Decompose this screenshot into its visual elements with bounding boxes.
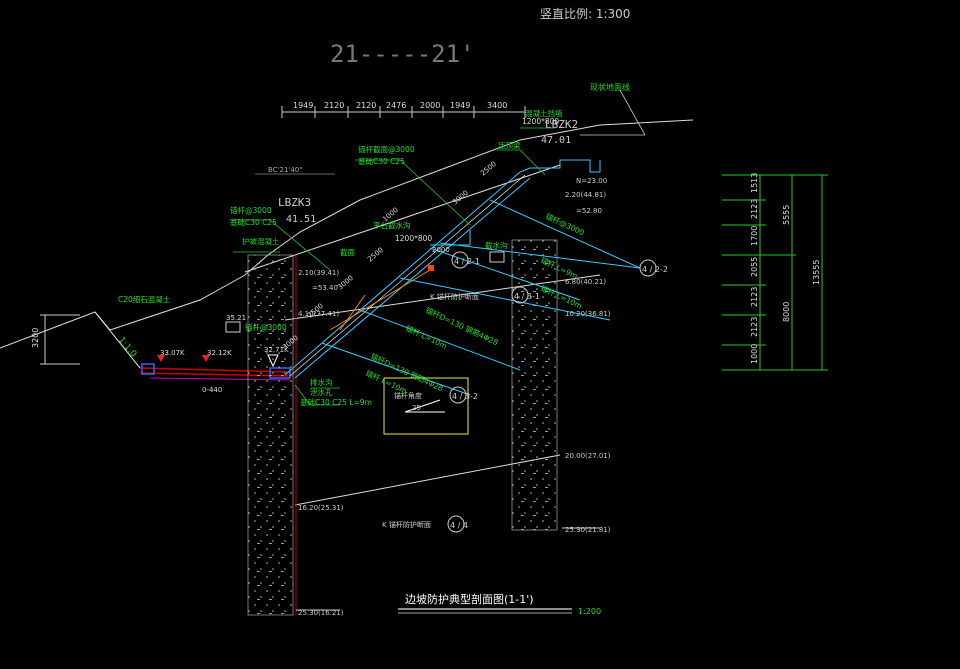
- right-dim-6: 2123: [750, 317, 759, 337]
- bottom-title: 边坡防护典型剖面图(1-1'): [405, 592, 534, 606]
- annot-g-10: C20细石混凝土: [118, 294, 171, 304]
- borehole-right-elev: 47.01: [541, 135, 571, 146]
- detail-box-triangle: [404, 399, 445, 413]
- frame-beam: [284, 159, 601, 379]
- detail-ref-2: 4 / 2-2: [642, 265, 668, 274]
- annot-g-2: 基础C30 C25: [358, 156, 405, 166]
- top-dim-3: 2120: [356, 101, 376, 110]
- annot-g-4: 护坡混凝土: [242, 236, 280, 246]
- water-level-4: 35.21: [226, 314, 246, 322]
- beam-dim-4: 2500: [479, 160, 498, 178]
- right-elev-6: 20.00(27.01): [565, 452, 611, 460]
- borehole-right-column: [511, 239, 558, 531]
- top-dim-4: 2476: [386, 101, 406, 110]
- left-elev-3: 4.10(37.41): [298, 310, 339, 318]
- top-dim-6: 1949: [450, 101, 470, 110]
- detail-box: [383, 377, 469, 435]
- annot-g-7: 平台截水沟: [373, 220, 411, 230]
- right-elev-4: 6.80(40.21): [565, 278, 606, 286]
- detail-refs: [447, 251, 657, 533]
- detail-ref-4: 4 / 3-2: [452, 392, 478, 401]
- water-levels: 33.07K 32.12K 32.71K 35.21 0-440: [160, 314, 289, 394]
- annot-g-1: 锚杆截面@3000: [358, 144, 415, 154]
- annot-g-24: 混凝土挡墙: [525, 108, 563, 118]
- right-dim-7: 1000: [750, 344, 759, 364]
- borehole-left-id: LBZK3: [278, 196, 311, 209]
- right-elev-1: N=23.00: [576, 177, 607, 185]
- anchor-rods: [321, 199, 641, 396]
- right-dim-2: 2123: [750, 199, 759, 219]
- scale-note: 竖直比例: 1:300: [540, 7, 630, 21]
- water-level-5: 0-440: [202, 386, 222, 394]
- right-dim-mid-1: 5555: [782, 205, 791, 225]
- right-elev-2: 2.20(44.81): [565, 191, 606, 199]
- right-dim-5: 2123: [750, 287, 759, 307]
- beam-dim-2: 3000: [451, 189, 470, 207]
- left-elev-5: 25.30(16.21): [298, 609, 344, 617]
- beam-dim-3: 2500: [366, 246, 385, 264]
- left-elev-1: 2.10(39.41): [298, 269, 339, 277]
- water-level-2: 32.12K: [207, 349, 232, 357]
- annot-g-9: 截面: [340, 247, 355, 257]
- annot-g-19: 排水沟: [310, 377, 333, 387]
- orange-guide-lines: [329, 269, 431, 331]
- right-elev-3: =52.80: [576, 207, 602, 215]
- anchor-point: [428, 265, 434, 271]
- left-elev-2: =53.40: [312, 284, 338, 292]
- annot-g-8: 压顶梁: [498, 141, 521, 150]
- left-elevations: 2.10(39.41) =53.40 4.10(37.41) 16.20(25.…: [298, 269, 344, 617]
- section-title: 21-----21': [330, 40, 475, 68]
- top-dim-5: 2000: [420, 101, 440, 110]
- detail-ref-5: 4 / 4: [450, 521, 468, 530]
- detail-ref-1: 4 / 2-1: [454, 257, 480, 266]
- anchor-section-label-2: K 锚杆防护断面: [430, 292, 479, 301]
- green-leaders: [230, 127, 555, 406]
- slope-ratio-left: 1:1.0: [116, 336, 139, 360]
- detail-angle-value: 25: [412, 404, 421, 412]
- detail-ref-labels: 4 / 2-1 4 / 2-2 4 / 3-1 4 / 3-2 4 / 4: [450, 257, 668, 530]
- right-dim-1: 1513: [750, 173, 759, 193]
- annot-g-20: 基础C30 C25 L=9m: [300, 397, 372, 407]
- left-dim-label: 3200: [31, 328, 40, 348]
- right-elev-7: 25.30(21.81): [565, 526, 611, 534]
- annot-g-6: 基础C30 C25: [230, 217, 277, 227]
- borehole-left-column: [247, 254, 294, 616]
- top-dim-2: 2120: [324, 101, 344, 110]
- top-dim-7: 3400: [487, 101, 507, 110]
- right-dim-mid-2: 8000: [782, 302, 791, 322]
- top-dimension-line: [281, 106, 526, 118]
- annot-g-5: 锚杆@3000: [230, 205, 272, 215]
- water-level-1: 33.07K: [160, 349, 185, 357]
- annot-g-22: 1200*800: [395, 234, 432, 243]
- ground-label: 现状地面线: [590, 82, 630, 92]
- water-marker-right: [489, 251, 505, 263]
- detail-ref-3: 4 / 3-1: [514, 292, 540, 301]
- water-level-3: 32.71K: [264, 346, 289, 354]
- top-dim-1: 1949: [293, 101, 313, 110]
- bottom-scale: 1:200: [578, 607, 601, 616]
- anchor-section-label-1: K 锚杆防护断面: [382, 520, 431, 529]
- right-dim-4: 2055: [750, 257, 759, 277]
- right-dimension-chain: [722, 174, 828, 371]
- water-marker-left: [225, 321, 241, 333]
- annot-g-12: 锚杆 L=10m: [404, 323, 449, 351]
- annot-g-21: 1200*800: [522, 117, 559, 126]
- right-elevations: N=23.00 2.20(44.81) =52.80 6.80(40.21) 1…: [565, 177, 611, 534]
- detail-anchor-angle: 锚杆角度: [394, 391, 422, 400]
- annot-g-3: 截水沟: [485, 240, 508, 250]
- left-elev-4: 16.20(25.31): [298, 504, 344, 512]
- annot-g-15: 锚杆@3000: [245, 322, 287, 332]
- right-dim-outer: 13555: [812, 260, 821, 285]
- ground-leader-2: [619, 89, 646, 136]
- right-dim-3: 1700: [750, 226, 759, 246]
- annot-g-23: 泄水孔: [310, 387, 333, 397]
- left-dimension: [40, 314, 80, 365]
- top-dimension-labels: 1949 2120 2120 2476 2000 1949 3400: [293, 101, 507, 110]
- right-dimension-labels: 1513 2123 1700 2055 2123 2123 1000 5555 …: [750, 173, 821, 364]
- right-elev-5: 10.20(36.81): [565, 310, 611, 318]
- cut-line-label: BC'21'40": [268, 166, 302, 174]
- beam-dim-8: 2000: [432, 246, 450, 254]
- borehole-left-elev: 41.51: [286, 214, 316, 225]
